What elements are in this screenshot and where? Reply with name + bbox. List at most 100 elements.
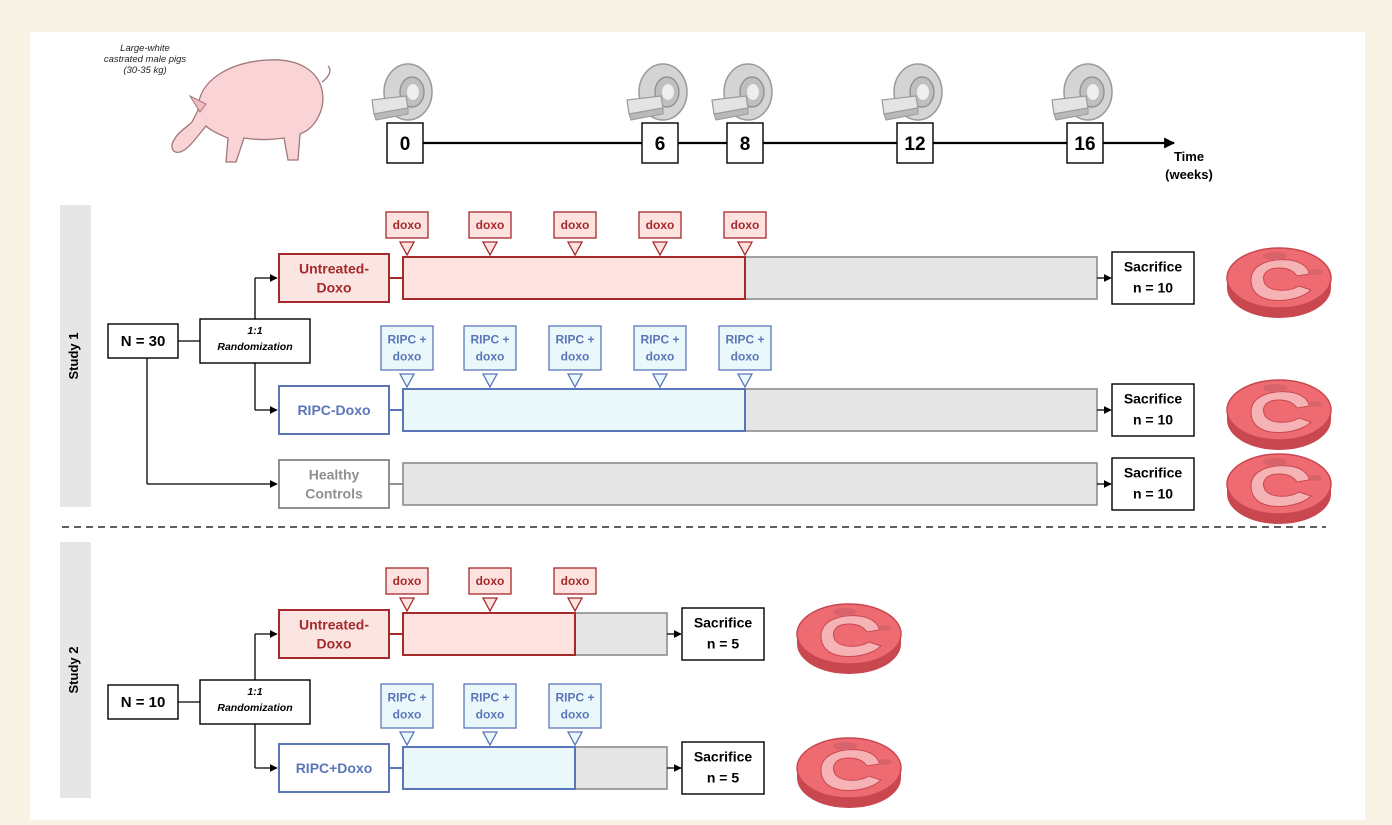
timepoint-8: 8	[711, 63, 773, 164]
dose-label-box	[718, 325, 772, 371]
heart-cross-section-icon	[1226, 379, 1332, 451]
dose-label-box	[548, 325, 602, 371]
study-label: Study 2	[66, 647, 81, 694]
dose-label-box	[638, 211, 682, 239]
pig-ear	[188, 94, 207, 113]
randomization-label: Randomization	[217, 341, 292, 353]
randomization-label: 1:1	[247, 325, 262, 337]
dose-marker: doxo	[553, 211, 597, 257]
dose-label-box	[385, 211, 429, 239]
dose-marker: doxo	[385, 567, 429, 613]
subject-caption: (30-35 kg)	[123, 65, 166, 76]
dose-triangle	[566, 373, 584, 389]
time-axis-label: (weeks)	[1165, 167, 1213, 182]
dose-label: RIPC +	[640, 333, 679, 347]
dose-triangle	[566, 597, 584, 613]
group-healthycontrols-box	[278, 459, 390, 509]
dose-marker: doxo	[468, 567, 512, 613]
dose-marker: doxo	[468, 211, 512, 257]
dose-marker: RIPC +doxo	[463, 325, 517, 389]
dose-triangle	[651, 373, 669, 389]
outcome-label: Sacrifice	[694, 615, 753, 631]
timepoint-label: 12	[904, 134, 925, 155]
dose-marker: RIPC + doxo	[548, 325, 602, 389]
randomization-label: Randomization	[217, 702, 292, 714]
treatment-bar	[402, 746, 576, 790]
timepoint-label: 6	[655, 134, 666, 155]
dose-marker: doxo	[638, 211, 682, 257]
dose-triangle	[398, 731, 416, 747]
dose-label: doxo	[393, 574, 422, 588]
dose-marker: RIPC + doxo	[633, 325, 687, 389]
dose-label: doxo	[476, 574, 505, 588]
dose-label-box	[468, 567, 512, 595]
timepoint-6: 6	[626, 63, 688, 164]
dose-triangle	[398, 597, 416, 613]
treatment-bar	[402, 256, 746, 300]
dose-label-box	[385, 567, 429, 595]
dose-label: doxo	[561, 218, 590, 232]
dose-label-box	[380, 325, 434, 371]
total-n-label: N = 30	[121, 333, 166, 350]
dose-label: RIPC +	[555, 333, 594, 347]
group-label: Healthy	[309, 467, 360, 483]
dose-triangle	[398, 373, 416, 389]
group-label: Controls	[305, 486, 363, 502]
outcome-label: Sacrifice	[1124, 259, 1183, 275]
dose-marker: doxo	[385, 211, 429, 257]
dose-label: RIPC +	[470, 333, 509, 347]
group-label: RIPC+Doxo	[296, 760, 373, 776]
dose-triangle	[736, 241, 754, 257]
timepoint-label: 16	[1074, 134, 1095, 155]
timepoint-box	[386, 122, 424, 164]
dose-triangle	[481, 731, 499, 747]
dose-label: doxo	[561, 708, 590, 722]
outcome-box	[681, 741, 765, 795]
dose-label: doxo	[731, 350, 760, 364]
dose-marker: RIPC +doxo	[718, 325, 772, 389]
dose-label: RIPC +	[387, 333, 426, 347]
outcome-label: n = 10	[1133, 280, 1173, 296]
dose-label-box	[548, 683, 602, 729]
group-label: Untreated-	[299, 261, 369, 277]
dose-marker: RIPC + doxo	[380, 325, 434, 389]
treatment-bar	[402, 388, 746, 432]
treatment-bar	[402, 612, 576, 656]
timepoint-box	[896, 122, 934, 164]
dose-label: RIPC +	[555, 691, 594, 705]
study-sidebar	[60, 542, 91, 798]
outcome-label: n = 5	[707, 770, 740, 786]
pig-tail	[321, 65, 331, 83]
subject-caption: Large-white	[120, 43, 170, 54]
total-n-box	[107, 323, 179, 359]
dose-label: RIPC +	[470, 691, 509, 705]
dose-label: doxo	[393, 218, 422, 232]
outcome-label: n = 10	[1133, 486, 1173, 502]
timepoint-box	[726, 122, 764, 164]
dose-label: doxo	[476, 708, 505, 722]
total-n-label: N = 10	[121, 694, 166, 711]
heart-cross-section-icon	[796, 603, 902, 675]
pig-body	[171, 59, 324, 163]
outcome-label: Sacrifice	[694, 749, 753, 765]
dose-triangle	[736, 373, 754, 389]
dose-label-box	[723, 211, 767, 239]
group-ripc-doxo-box	[278, 385, 390, 435]
follow-up-bar	[402, 462, 1098, 506]
heart-cross-section-icon	[1226, 247, 1332, 319]
dose-label: doxo	[646, 218, 675, 232]
dose-triangle	[566, 241, 584, 257]
time-axis-label: Time	[1174, 149, 1204, 164]
heart-cross-section-icon	[1226, 453, 1332, 525]
dose-label-box	[553, 567, 597, 595]
timepoint-12: 12	[881, 63, 943, 164]
timepoint-box	[1066, 122, 1104, 164]
randomization-box	[199, 318, 311, 364]
outcome-label: n = 5	[707, 636, 740, 652]
dose-label: doxo	[561, 350, 590, 364]
dose-label: doxo	[646, 350, 675, 364]
timepoint-16: 16	[1051, 63, 1113, 164]
dose-label: RIPC +	[387, 691, 426, 705]
dose-label: doxo	[393, 350, 422, 364]
